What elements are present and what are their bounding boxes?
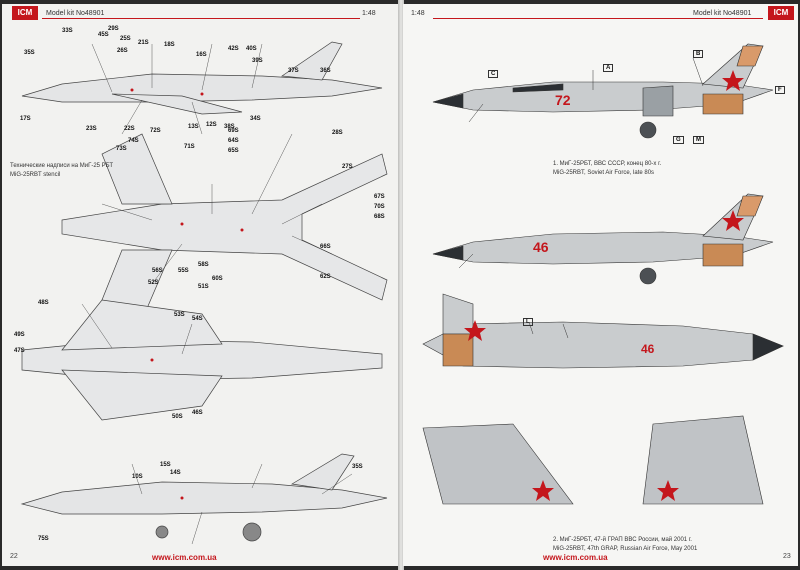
stencil-number: 35S bbox=[352, 464, 363, 470]
stencil-number: 14S bbox=[170, 470, 181, 476]
stencil-number: 51S bbox=[198, 284, 209, 290]
markings-drawings bbox=[422, 43, 784, 505]
stencil-number: 33S bbox=[62, 28, 73, 34]
callout-g: G bbox=[673, 136, 684, 144]
callout-a: A bbox=[603, 64, 614, 72]
stencil-number: 27S bbox=[342, 164, 353, 170]
icm-logo: ICM bbox=[12, 6, 38, 20]
stencil-number: 26S bbox=[117, 48, 128, 54]
stencil-number: 16S bbox=[196, 52, 207, 58]
website-url: www.icm.com.ua bbox=[543, 553, 608, 562]
page-number: 22 bbox=[10, 553, 18, 560]
stencil-number: 72S bbox=[150, 128, 161, 134]
caption1-ru: 1. МиГ-25РБТ, ВВС СССР, конец 80-х г. bbox=[553, 161, 662, 167]
callout-c: C bbox=[488, 70, 499, 78]
stencil-number: 54S bbox=[192, 316, 203, 322]
stencil-number: 45S bbox=[98, 32, 109, 38]
stencil-caption-ru: Технические надписи на МиГ-25 РБТ bbox=[10, 163, 114, 169]
stencil-number: 23S bbox=[86, 126, 97, 132]
stencil-number: 46S bbox=[192, 410, 203, 416]
left-page: ICM Model kit No48901 1:48 bbox=[2, 4, 400, 566]
stencil-number: 52S bbox=[148, 280, 159, 286]
stencil-number: 71S bbox=[184, 144, 195, 150]
stencil-number: 74S bbox=[128, 138, 139, 144]
right-page: 1:48 Model kit No48901 ICM bbox=[403, 4, 798, 566]
stencil-number: 60S bbox=[212, 276, 223, 282]
website-url: www.icm.com.ua bbox=[152, 553, 217, 562]
stencil-number: 70S bbox=[374, 204, 385, 210]
stencil-number: 17S bbox=[20, 116, 31, 122]
stencil-number: 10S bbox=[132, 474, 143, 480]
stencil-number: 37S bbox=[288, 68, 299, 74]
stencil-number: 12S bbox=[206, 122, 217, 128]
stencil-number: 36S bbox=[320, 68, 331, 74]
callout-f: F bbox=[775, 86, 785, 94]
callout-l: L bbox=[523, 318, 533, 326]
stencil-number: 47S bbox=[14, 348, 25, 354]
page-number: 23 bbox=[783, 553, 791, 560]
stencil-number: 75S bbox=[38, 536, 49, 542]
stencil-number: 65S bbox=[228, 148, 239, 154]
stencil-drawings bbox=[20, 41, 388, 545]
aircraft-number: 46 bbox=[533, 239, 549, 255]
stencil-number: 68S bbox=[374, 214, 385, 220]
aircraft-number: 46 bbox=[641, 342, 655, 356]
stencil-number: 13S bbox=[188, 124, 199, 130]
aircraft-number: 72 bbox=[555, 92, 571, 108]
header-rule bbox=[433, 18, 763, 19]
stencil-number: 21S bbox=[138, 40, 149, 46]
stencil-number: 35S bbox=[24, 50, 35, 56]
header-rule bbox=[42, 18, 360, 19]
stencil-number: 64S bbox=[228, 138, 239, 144]
callout-m: M bbox=[693, 136, 704, 144]
stencil-number: 18S bbox=[164, 42, 175, 48]
stencil-number: 42S bbox=[228, 46, 239, 52]
binding-gutter bbox=[398, 0, 404, 570]
icm-logo: ICM bbox=[768, 6, 794, 20]
stencil-number: 28S bbox=[332, 130, 343, 136]
stencil-number: 62S bbox=[320, 274, 331, 280]
stencil-number: 29S bbox=[108, 26, 119, 32]
stencil-number: 56S bbox=[152, 268, 163, 274]
stencil-number: 15S bbox=[160, 462, 171, 468]
caption2-ru: 2. МиГ-25РБТ, 47-й ГРАП ВВС России, май … bbox=[553, 537, 692, 543]
caption1-en: MiG-25RBT, Soviet Air Force, late 80s bbox=[553, 170, 655, 176]
stencil-number: 73S bbox=[116, 146, 127, 152]
stencil-number: 58S bbox=[198, 262, 209, 268]
stencil-number: 66S bbox=[320, 244, 331, 250]
stencil-number: 69S bbox=[228, 128, 239, 134]
stencil-number: 40S bbox=[246, 46, 257, 52]
scale-label: 1:48 bbox=[362, 10, 376, 17]
stencil-number: 34S bbox=[250, 116, 261, 122]
caption2-en: MiG-25RBT, 47th GRAP, Russian Air Force,… bbox=[553, 546, 698, 552]
stencil-number: 67S bbox=[374, 194, 385, 200]
kit-label: Model kit No48901 bbox=[693, 10, 752, 17]
scale-label: 1:48 bbox=[411, 10, 425, 17]
stencil-caption-en: MiG-25RBT stencil bbox=[10, 172, 61, 178]
stencil-number: 39S bbox=[252, 58, 263, 64]
kit-label: Model kit No48901 bbox=[46, 10, 105, 17]
stencil-number: 53S bbox=[174, 312, 185, 318]
callout-b: B bbox=[693, 50, 704, 58]
stencil-number: 50S bbox=[172, 414, 183, 420]
stencil-number: 55S bbox=[178, 268, 189, 274]
stencil-number: 49S bbox=[14, 332, 25, 338]
stencil-number: 38S bbox=[224, 124, 235, 130]
stencil-number: 22S bbox=[124, 126, 135, 132]
stencil-number: 25S bbox=[120, 36, 131, 42]
stencil-number: 48S bbox=[38, 300, 49, 306]
